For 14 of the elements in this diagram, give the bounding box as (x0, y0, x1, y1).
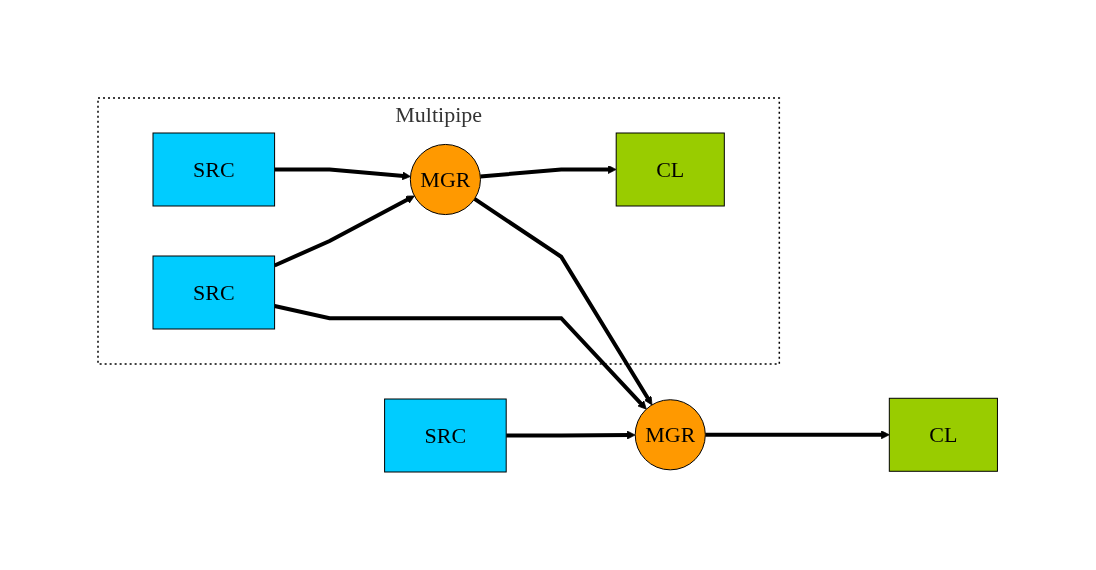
arrow (473, 197, 653, 406)
arrow (705, 430, 890, 440)
arrow (506, 430, 636, 440)
node-box: CL (615, 132, 726, 207)
node-box: CL (889, 397, 999, 472)
arrow (274, 195, 416, 268)
node-box: SRC (152, 255, 276, 330)
node-circle: MGR (410, 143, 482, 216)
arrow (274, 167, 412, 181)
node-circle: MGR (634, 399, 707, 471)
arrow (274, 304, 647, 410)
arrow (480, 165, 617, 179)
node-box: SRC (152, 132, 276, 207)
node-box: SRC (384, 398, 507, 473)
